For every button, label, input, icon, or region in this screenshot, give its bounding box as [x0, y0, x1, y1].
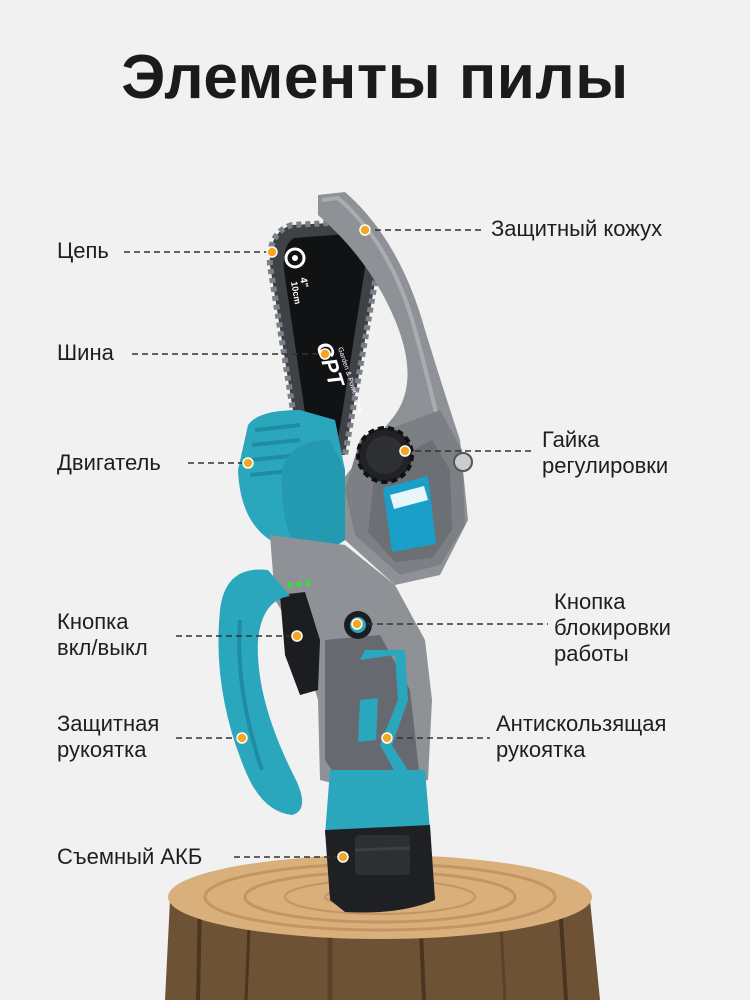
label-lock-button-line3: работы: [554, 641, 629, 666]
label-battery: Съемный АКБ: [57, 844, 203, 869]
leader-lines: [124, 229, 548, 858]
bar-marker-dot: [319, 348, 331, 360]
label-motor: Двигатель: [57, 450, 161, 475]
bar-size-metric-label: 10cm: [289, 281, 303, 305]
label-grip-line2: рукоятка: [496, 737, 586, 762]
label-power-button-line1: Кнопка: [57, 609, 129, 634]
label-cover: Защитный кожух: [491, 216, 663, 241]
battery-pack: [325, 825, 435, 913]
label-nut-line1: Гайка: [542, 427, 600, 452]
label-lock-button-line1: Кнопка: [554, 589, 626, 614]
chain-marker-dot: [266, 246, 278, 258]
page-title: Элементы пилы: [121, 43, 629, 112]
label-guard-handle-line1: Защитная: [57, 711, 160, 736]
guard-handle-marker-dot: [236, 732, 248, 744]
tree-stump: [165, 855, 600, 1000]
label-nut: Гайка регулировки: [542, 427, 668, 479]
label-guard-handle: Защитная рукоятка: [57, 711, 159, 763]
label-chain: Цепь: [57, 238, 109, 263]
marker-dots: [236, 224, 411, 863]
bar-size-label: 4": [297, 277, 310, 289]
label-grip-line1: Антискользящая: [496, 711, 667, 736]
motor-housing: [238, 410, 345, 550]
saw-body: [270, 535, 432, 835]
nut-marker-dot: [399, 445, 411, 457]
cover-marker-dot: [359, 224, 371, 236]
adjustment-nut: [356, 426, 414, 484]
label-lock-button-line2: блокировки: [554, 615, 671, 640]
label-power-button: Кнопка вкл/выкл: [57, 609, 148, 661]
label-bar: Шина: [57, 340, 114, 365]
label-grip: Антискользящая рукоятка: [496, 711, 666, 763]
power-button-marker-dot: [291, 630, 303, 642]
battery-marker-dot: [337, 851, 349, 863]
label-power-button-line2: вкл/выкл: [57, 635, 148, 660]
label-guard-handle-line2: рукоятка: [57, 737, 147, 762]
label-nut-line2: регулировки: [542, 453, 669, 478]
label-lock-button: Кнопка блокировки работы: [554, 589, 671, 667]
lock-button-marker-dot: [351, 618, 363, 630]
motor-marker-dot: [242, 457, 254, 469]
grip-marker-dot: [381, 732, 393, 744]
